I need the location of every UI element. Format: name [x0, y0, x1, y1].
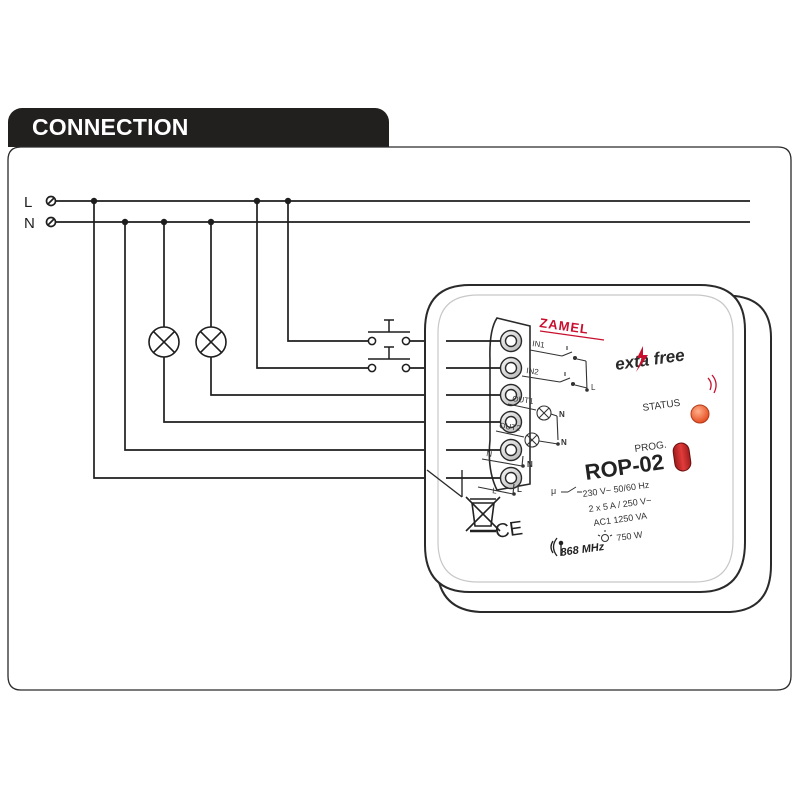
prog-button	[672, 442, 692, 472]
wire-in1-switch	[287, 201, 368, 342]
schematic-label-n3: N	[527, 460, 533, 469]
spec-power: 750 W	[616, 529, 644, 543]
section-title: CONNECTION	[32, 114, 189, 140]
module-inner-edge	[437, 294, 734, 583]
exta-flash-icon	[636, 346, 648, 372]
bulb-icon	[597, 530, 613, 542]
wire-out2-lamp	[163, 222, 446, 423]
rail-label-n: N	[24, 215, 35, 232]
printed-schematic	[477, 346, 588, 495]
terminal-label-out1: OUT1	[512, 394, 535, 406]
radio-icon	[550, 537, 564, 557]
diagram-frame	[7, 146, 792, 691]
terminal-label-in2: IN2	[526, 366, 540, 377]
lamp-icon-1	[148, 326, 180, 358]
terminal-label-out2: OUT2	[499, 421, 522, 433]
section-header-tab	[8, 108, 389, 147]
wire-l-supply	[93, 201, 446, 479]
push-button-icon-1	[367, 319, 411, 346]
terminal-screws	[499, 329, 523, 490]
wire-n-supply	[124, 222, 446, 451]
ce-mark: CE	[494, 517, 525, 543]
relay-contact-icon	[561, 486, 582, 493]
rail-label-l: L	[24, 194, 32, 211]
status-label: STATUS	[642, 398, 681, 414]
status-led	[690, 404, 710, 424]
rop-02-module: IN1 IN2 OUT1 OUT2 N L	[424, 284, 773, 613]
terminal-label-in1: IN1	[532, 339, 546, 350]
schematic-label-l2: L	[517, 485, 522, 494]
weee-bin-icon	[465, 496, 501, 533]
schematic-label-n1: N	[559, 410, 565, 419]
lamp-icon-2	[195, 326, 227, 358]
wireless-signal-icon	[707, 374, 717, 394]
prog-label: PROG.	[634, 440, 667, 455]
schematic-label-n2: N	[561, 438, 567, 447]
push-button-icon-2	[367, 346, 411, 373]
micro-gap-symbol: μ	[551, 486, 556, 496]
terminal-label-n: N	[486, 449, 493, 459]
wire-in2-switch	[256, 201, 368, 369]
wire-out1-lamp	[210, 222, 446, 396]
brand-logo: ZAMEL	[539, 315, 590, 337]
schematic-label-l: L	[591, 383, 596, 392]
